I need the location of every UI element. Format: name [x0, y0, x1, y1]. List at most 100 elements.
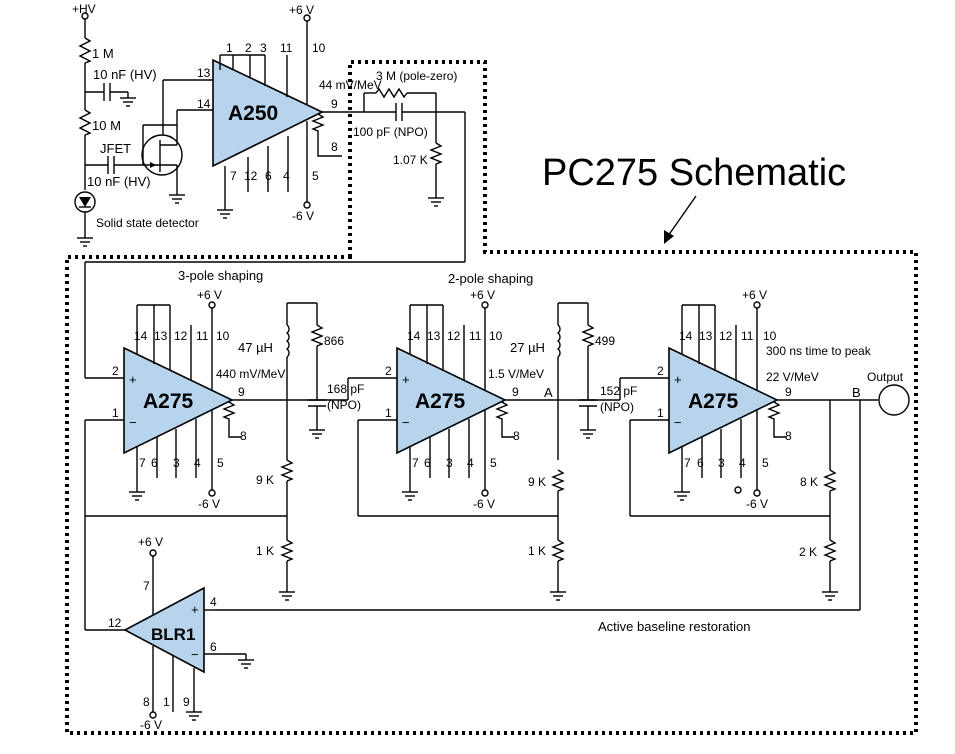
a275-2-pin-7: 7	[412, 456, 419, 470]
a275-1-label: A275	[143, 390, 194, 413]
blr1-minus: −	[191, 647, 199, 662]
blr1-pin-8: 8	[143, 695, 150, 709]
a275-2-pin-12: 12	[447, 329, 461, 343]
a275-1-pin-8: 8	[240, 429, 247, 443]
a275-amplifier-2: A275 + − 2 1 +6 V 14 13 12 11 10 -6 V 7 …	[357, 288, 620, 517]
blr1-plus: +	[191, 602, 199, 617]
a275-3-pin-11: 11	[741, 329, 754, 343]
a275-3-pin-6: 6	[697, 456, 704, 470]
a250-pin-9: 9	[331, 97, 338, 111]
a250-amplifier: A250 13 14 1 2 3 11 10 +6 V 7 12	[162, 3, 382, 223]
blr1-pin-9: 9	[183, 695, 190, 709]
a275-3-pin-4: 4	[739, 456, 746, 470]
resistor-3m-label: 3 M (pole-zero)	[376, 69, 457, 83]
a250-supply-pos: +6 V	[289, 3, 314, 17]
a275-1-minus: −	[129, 415, 137, 430]
a275-1-pin-9: 9	[238, 385, 245, 399]
a275-2-pin-14: 14	[407, 329, 421, 343]
a275-2-pin-13: 13	[427, 329, 441, 343]
a275-1-pin-1: 1	[112, 406, 119, 420]
detector-label: Solid state detector	[96, 216, 199, 230]
blr1-pin-4: 4	[210, 595, 217, 609]
cap-152pf-label: 152 pF	[600, 384, 637, 398]
resistor-9k-1-label: 9 K	[256, 473, 274, 487]
a275-2-pin-5: 5	[490, 456, 497, 470]
a275-3-pin-9: 9	[785, 385, 792, 399]
a250-pin-13: 13	[197, 66, 211, 80]
hv-label: +HV	[72, 2, 96, 16]
a250-pin-14: 14	[197, 97, 211, 111]
a275-2-supply-neg: -6 V	[473, 497, 495, 511]
a275-1-pin-6: 6	[151, 456, 158, 470]
two-pole-shaping-label: 2-pole shaping	[448, 271, 533, 286]
a275-3-gain: 22 V/MeV	[766, 370, 819, 384]
resistor-1m-label: 1 M	[92, 46, 114, 61]
resistor-1m	[78, 37, 92, 64]
inductor-27uh-label: 27 µH	[510, 340, 545, 355]
a275-3-pin-3: 3	[718, 456, 725, 470]
a275-2-label: A275	[415, 390, 466, 413]
a275-2-supply-pos: +6 V	[470, 288, 495, 302]
shaping-network-2: 27 µH 499 152 pF (NPO) 9 K 1 K	[510, 302, 669, 601]
resistor-1k-2-label: 1 K	[528, 544, 546, 558]
cap-hv-bottom-label: 10 nF (HV)	[87, 174, 151, 189]
a275-1-pin-5: 5	[217, 456, 224, 470]
a275-3-plus: +	[674, 372, 682, 387]
a275-3-pin-7: 7	[684, 456, 691, 470]
three-pole-shaping-label: 3-pole shaping	[178, 268, 263, 283]
inductor-47uh-label: 47 µH	[238, 340, 273, 355]
output-label: Output	[867, 370, 904, 384]
a275-3-pin-12: 12	[719, 329, 733, 343]
a275-1-pin-2: 2	[112, 364, 119, 378]
node-a-label: A	[544, 385, 553, 400]
a275-1-gain: 440 mV/MeV	[216, 367, 285, 381]
blr1-supply-pos: +6 V	[138, 535, 163, 549]
blr1-pin-12: 12	[108, 616, 122, 630]
pole-zero-network: 3 M (pole-zero) 100 pF (NPO) 1.07 K	[84, 69, 466, 379]
a250-pin-6: 6	[265, 169, 272, 183]
a275-1-pin-7: 7	[139, 456, 146, 470]
resistor-9k-2-label: 9 K	[528, 475, 546, 489]
a250-pin-4: 4	[283, 169, 290, 183]
jfet-label: JFET	[100, 141, 131, 156]
a250-pin-3: 3	[260, 41, 267, 55]
a250-pin-2: 2	[245, 41, 252, 55]
a250-pin-12: 12	[244, 169, 258, 183]
node-b-label: B	[852, 385, 861, 400]
output-connector: Output	[867, 370, 910, 416]
resistor-107k-label: 1.07 K	[393, 153, 428, 167]
a275-3-pin-2: 2	[657, 364, 664, 378]
a275-2-pin-4: 4	[467, 456, 474, 470]
a250-supply-neg: -6 V	[292, 209, 314, 223]
jfet-transistor	[141, 124, 185, 204]
cap-152pf-npo: (NPO)	[600, 400, 634, 414]
a275-1-pin-10: 10	[216, 329, 230, 343]
a275-3-pin-13: 13	[699, 329, 713, 343]
a275-1-pin-12: 12	[174, 329, 188, 343]
a275-2-pin-9: 9	[512, 385, 519, 399]
cap-168pf-label: 168 pF	[327, 382, 364, 396]
a275-3-pin-5: 5	[762, 456, 769, 470]
a275-1-pin-11: 11	[196, 329, 209, 343]
a275-3-pin-8: 8	[785, 429, 792, 443]
a275-2-pin-1: 1	[385, 406, 392, 420]
blr1-label: BLR1	[151, 625, 195, 644]
blr1-supply-neg: -6 V	[140, 718, 162, 732]
a275-2-pin-10: 10	[489, 329, 503, 343]
a250-label: A250	[228, 102, 278, 125]
cap-hv-top-label: 10 nF (HV)	[93, 67, 157, 82]
title-arrow	[664, 195, 697, 244]
blr1-pin-7: 7	[143, 579, 150, 593]
a275-2-pin-2: 2	[385, 364, 392, 378]
a275-1-pin-14: 14	[134, 329, 148, 343]
a275-amplifier-1: A275 + − 2 1 +6 V 14 13 12 11 10 -6 V 7 …	[84, 288, 348, 516]
pc275-boundary	[65, 60, 918, 735]
blr1-pin-1: 1	[163, 695, 170, 709]
a275-3-supply-pos: +6 V	[742, 288, 767, 302]
a250-gain: 44 mV/MeV	[319, 78, 382, 92]
resistor-499-label: 499	[595, 334, 615, 348]
resistor-1k-1-label: 1 K	[256, 544, 274, 558]
hv-bias-network: +HV 1 M 10 nF (HV) 10 M JFET 10 nF (HV)	[72, 2, 199, 247]
cap-100pf-label: 100 pF (NPO)	[353, 125, 428, 139]
